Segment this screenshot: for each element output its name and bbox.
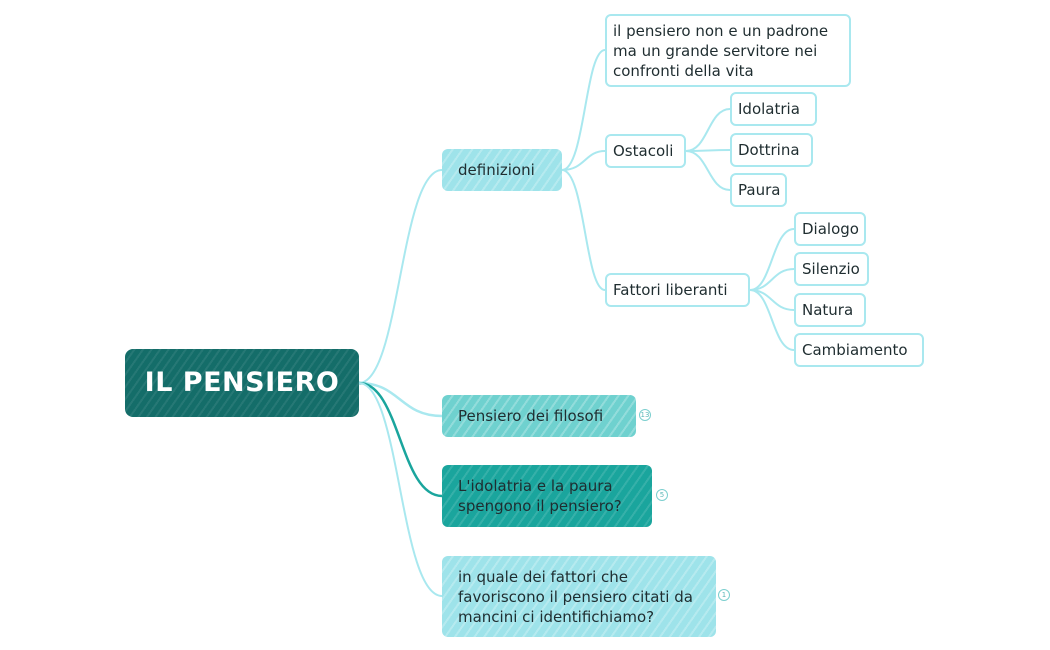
collapsed-count-badge[interactable]: 1 xyxy=(718,589,730,601)
subtopic-ostacoli[interactable]: Ostacoli xyxy=(605,134,686,168)
ostacoli-item[interactable]: Paura xyxy=(730,173,787,207)
fattori-item-label: Cambiamento xyxy=(802,341,908,359)
collapsed-count-badge[interactable]: 5 xyxy=(656,489,668,501)
branch-pensiero-filosofi-label: Pensiero dei filosofi xyxy=(458,407,604,425)
connector-fattori-dialogo xyxy=(749,228,795,291)
ostacoli-item[interactable]: Dottrina xyxy=(730,133,813,167)
connector-ostacoli-dottrina xyxy=(685,149,731,152)
collapsed-count-badge[interactable]: 13 xyxy=(639,409,651,421)
branch-fattori-question-label: in quale dei fattori che favoriscono il … xyxy=(458,568,693,626)
fattori-item[interactable]: Silenzio xyxy=(794,252,869,286)
fattori-item[interactable]: Natura xyxy=(794,293,866,327)
fattori-item[interactable]: Dialogo xyxy=(794,212,866,246)
branch-idolatria-paura-label: L'idolatria e la paura spengono il pensi… xyxy=(458,477,622,515)
root-topic-label: IL PENSIERO xyxy=(144,367,340,398)
subtopic-fattori-liberanti-label: Fattori liberanti xyxy=(613,281,728,299)
connector-def-fattori xyxy=(561,169,606,291)
connector-root-fattori-question xyxy=(358,382,443,597)
connector-fattori-silenzio xyxy=(749,268,795,291)
ostacoli-item-label: Dottrina xyxy=(738,141,800,159)
connector-root-filosofi xyxy=(357,381,444,418)
ostacoli-item[interactable]: Idolatria xyxy=(730,92,817,126)
connector-ostacoli-idolatria xyxy=(685,108,731,152)
fattori-item-label: Silenzio xyxy=(802,260,860,278)
branch-definizioni[interactable]: definizioni xyxy=(442,149,562,191)
connector-def-quote xyxy=(561,49,606,171)
branch-idolatria-paura[interactable]: L'idolatria e la paura spengono il pensi… xyxy=(442,465,652,527)
fattori-item-label: Natura xyxy=(802,301,854,319)
branch-fattori-question[interactable]: in quale dei fattori che favoriscono il … xyxy=(442,556,716,637)
connector-root-definizioni xyxy=(358,169,443,384)
ostacoli-item-label: Idolatria xyxy=(738,100,800,118)
subtopic-quote-label: il pensiero non e un padrone ma un grand… xyxy=(613,22,829,80)
connector-root-idolatria xyxy=(357,381,444,498)
branch-definizioni-label: definizioni xyxy=(458,161,535,179)
fattori-item-label: Dialogo xyxy=(802,220,859,238)
subtopic-ostacoli-label: Ostacoli xyxy=(613,142,674,160)
connector-fattori-cambiamento xyxy=(749,289,795,351)
subtopic-fattori-liberanti[interactable]: Fattori liberanti xyxy=(605,273,750,307)
connector-def-ostacoli xyxy=(561,150,606,171)
ostacoli-item-label: Paura xyxy=(738,181,781,199)
connector-ostacoli-paura xyxy=(685,150,731,191)
subtopic-quote[interactable]: il pensiero non e un padrone ma un grand… xyxy=(605,14,851,87)
root-topic[interactable]: IL PENSIERO xyxy=(125,349,359,417)
branch-pensiero-filosofi[interactable]: Pensiero dei filosofi xyxy=(442,395,636,437)
fattori-item[interactable]: Cambiamento xyxy=(794,333,924,367)
